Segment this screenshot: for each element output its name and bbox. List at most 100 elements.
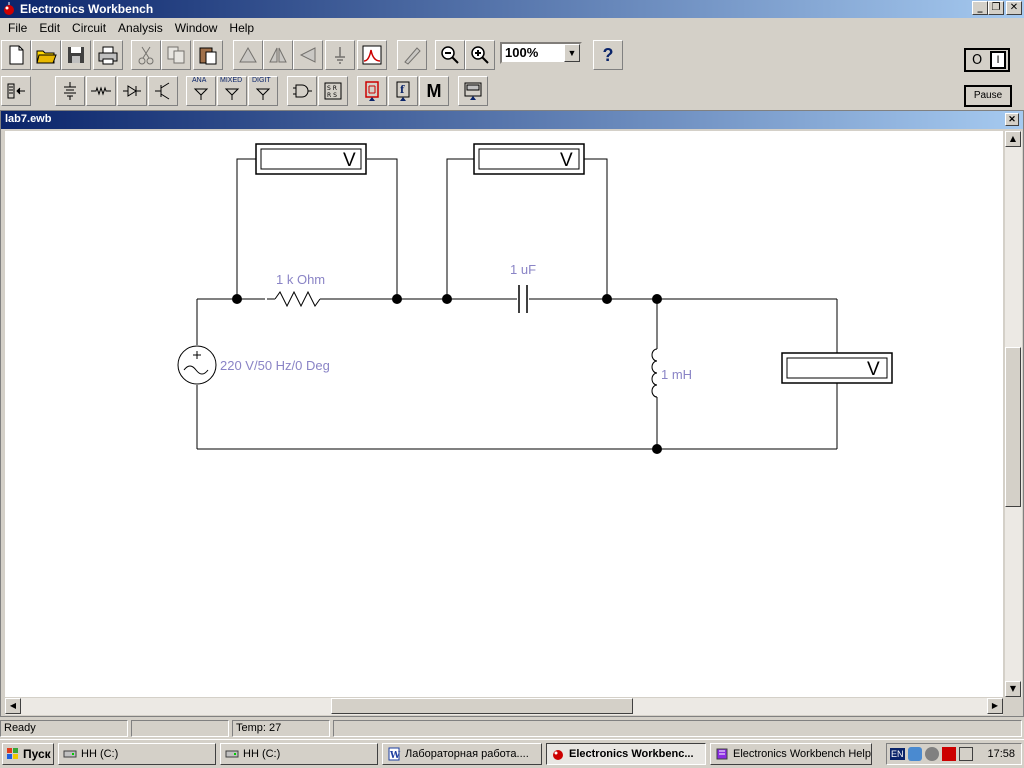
flip-horizontal-button[interactable]: [263, 40, 293, 70]
task-word-document[interactable]: W Лабораторная работа....: [382, 743, 542, 765]
close-button[interactable]: ✕: [1006, 1, 1022, 15]
menu-analysis[interactable]: Analysis: [118, 21, 163, 35]
voltmeter-3[interactable]: V: [781, 352, 893, 384]
app-title-bar[interactable]: Electronics Workbench _ ❐ ✕: [0, 0, 1024, 18]
digital-ic-icon: [255, 88, 271, 100]
help-book-icon: [716, 748, 728, 760]
controls-bin-button[interactable]: f: [388, 76, 418, 106]
favorites-bin-button[interactable]: [1, 76, 31, 106]
task-electronics-workbench-label: Electronics Workbenc...: [569, 748, 694, 760]
mixed-ics-bin-button[interactable]: MIXED: [217, 76, 247, 106]
miscellaneous-bin-button[interactable]: M: [419, 76, 449, 106]
menu-help[interactable]: Help: [229, 21, 255, 35]
transistors-bin-button[interactable]: [148, 76, 178, 106]
task-electronics-workbench[interactable]: Electronics Workbenc...: [546, 743, 706, 765]
new-file-button[interactable]: [1, 40, 31, 70]
help-button[interactable]: ?: [593, 40, 623, 70]
logic-gates-bin-button[interactable]: [287, 76, 317, 106]
menu-edit[interactable]: Edit: [39, 21, 61, 35]
diodes-bin-button[interactable]: [117, 76, 147, 106]
windows-logo-icon: [7, 748, 18, 759]
junction-nodes: [232, 294, 662, 454]
task-drive-1-label: HH (C:): [81, 748, 119, 760]
analog-bin-label: ANA: [192, 77, 207, 84]
subcircuit-button[interactable]: [357, 40, 387, 70]
basic-bin-button[interactable]: [86, 76, 116, 106]
zoom-dropdown-arrow-icon[interactable]: ▼: [564, 44, 580, 62]
task-drive-2[interactable]: HH (C:): [220, 743, 378, 765]
voltmeter-2[interactable]: V: [473, 143, 585, 175]
scroll-right-icon[interactable]: ▶: [987, 698, 1003, 714]
save-disk-icon: [68, 47, 84, 63]
power-switch[interactable]: O I: [964, 48, 1010, 72]
zoom-in-button[interactable]: [465, 40, 495, 70]
print-button[interactable]: [93, 40, 123, 70]
save-button[interactable]: [61, 40, 91, 70]
document-window: lab7.ewb ✕: [0, 110, 1024, 717]
minimize-button[interactable]: _: [972, 1, 988, 15]
rotate-button[interactable]: [233, 40, 263, 70]
app-title: Electronics Workbench: [20, 2, 154, 16]
vertical-scrollbar[interactable]: ▲ ▼: [1005, 131, 1022, 697]
menu-window[interactable]: Window: [174, 21, 218, 35]
language-indicator[interactable]: EN: [890, 748, 905, 760]
flip-vertical-button[interactable]: [293, 40, 323, 70]
help-question-icon: ?: [602, 44, 614, 65]
zonealarm-icon[interactable]: [941, 747, 956, 761]
network-icon[interactable]: [907, 747, 922, 761]
resistor-symbol: [274, 290, 321, 308]
horizontal-scrollbar[interactable]: ◀ ▶: [5, 698, 1003, 715]
flipflop-icon: S RR S: [324, 82, 342, 100]
copy-icon: [167, 46, 185, 64]
main-toolbar: ?: [0, 38, 1024, 72]
zoom-value: 100%: [505, 45, 539, 60]
ac-voltage-source[interactable]: [177, 345, 217, 385]
instruments-bin-button[interactable]: [458, 76, 488, 106]
drive-icon: [63, 750, 77, 758]
restore-button[interactable]: ❐: [988, 1, 1004, 15]
analog-ics-bin-button[interactable]: ANA: [186, 76, 216, 106]
sources-bin-button[interactable]: [55, 76, 85, 106]
voltmeter-1[interactable]: V: [255, 143, 367, 175]
menu-circuit[interactable]: Circuit: [72, 21, 107, 35]
volume-icon[interactable]: [958, 747, 973, 761]
clipboard-icon: [199, 47, 217, 65]
indicators-bin-button[interactable]: [357, 76, 387, 106]
open-file-button[interactable]: [31, 40, 61, 70]
description-button[interactable]: [397, 40, 427, 70]
circuit-canvas[interactable]: 1 k Ohm 1 uF 1 mH 220 V/50 Hz/0 Deg: [5, 131, 1003, 697]
open-folder-icon: [36, 50, 57, 64]
scroll-left-icon[interactable]: ◀: [5, 698, 21, 714]
zoom-select[interactable]: 100% ▼: [500, 42, 582, 64]
pause-button[interactable]: Pause: [964, 85, 1012, 107]
taskbar: Пуск HH (C:) HH (C:) W Лабораторная рабо…: [0, 739, 1024, 768]
resistor-bin-icon: [91, 86, 111, 96]
document-close-button[interactable]: ✕: [1005, 113, 1019, 126]
document-title-bar[interactable]: lab7.ewb ✕: [1, 111, 1023, 129]
power-on-label: I: [990, 51, 1006, 69]
component-properties-button[interactable]: [325, 40, 355, 70]
start-button[interactable]: Пуск: [2, 743, 54, 765]
vertical-scroll-thumb[interactable]: [1005, 347, 1021, 507]
analog-ic-icon: [193, 88, 209, 100]
start-label: Пуск: [23, 747, 51, 761]
digital-ics-bin-button[interactable]: DIGIT: [248, 76, 278, 106]
flip-vertical-icon: [299, 47, 316, 63]
status-bar: Ready Temp: 27: [0, 718, 1024, 738]
task-workbench-help[interactable]: Electronics Workbench Help: [710, 743, 872, 765]
paste-button[interactable]: [193, 40, 223, 70]
system-tray: EN 17:58: [886, 743, 1022, 765]
component-properties-icon: [335, 47, 345, 64]
scroll-up-icon[interactable]: ▲: [1005, 131, 1021, 147]
zoom-out-button[interactable]: [435, 40, 465, 70]
copy-button[interactable]: [161, 40, 191, 70]
horizontal-scroll-thumb[interactable]: [331, 698, 633, 714]
task-drive-1[interactable]: HH (C:): [58, 743, 216, 765]
menu-file[interactable]: File: [8, 21, 28, 35]
scroll-down-icon[interactable]: ▼: [1005, 681, 1021, 697]
antivirus-icon[interactable]: [924, 747, 939, 761]
cut-button[interactable]: [131, 40, 161, 70]
logic-gate-icon: [293, 84, 312, 98]
voltmeter-1-unit: V: [343, 150, 356, 171]
